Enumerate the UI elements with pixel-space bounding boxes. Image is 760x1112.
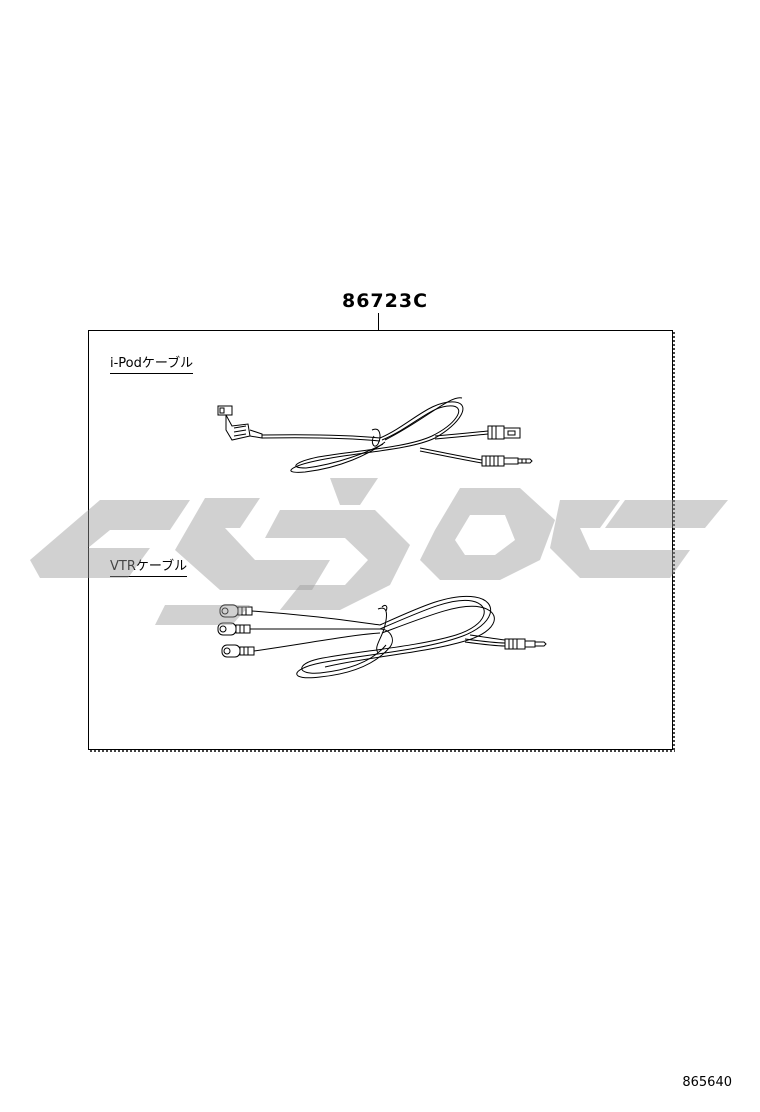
ipod-cable-label: i-Podケーブル [110, 352, 194, 374]
vtr-cable-drawing [217, 595, 547, 679]
frame-edge-bottom [90, 750, 675, 752]
part-number-label: 86723C [341, 290, 429, 312]
part-number-leader-line [378, 313, 379, 331]
frame-edge-right [673, 332, 675, 752]
diagram-code: 865640 [682, 1075, 732, 1090]
ipod-cable-drawing [217, 397, 533, 473]
vtr-cable-label: VTRケーブル [110, 555, 188, 577]
parts-frame [88, 330, 673, 750]
